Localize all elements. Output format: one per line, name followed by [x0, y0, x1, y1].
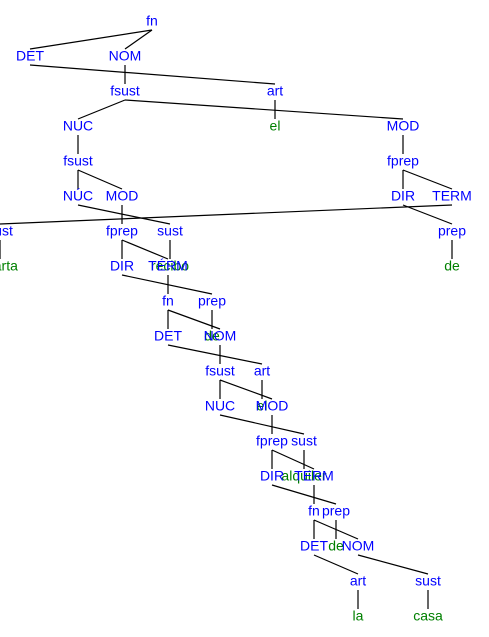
tree-edge: [219, 379, 273, 400]
word-node: casa: [413, 608, 443, 624]
word-node: alquiler: [281, 468, 326, 484]
category-node: fprep: [387, 153, 419, 169]
category-node: TÉRM: [148, 258, 188, 274]
word-node: la: [353, 608, 364, 624]
category-node: fn: [162, 293, 174, 309]
category-node: fsust: [110, 83, 140, 99]
word-node: de: [204, 328, 220, 344]
category-node: fsust: [63, 153, 93, 169]
tree-edge: [167, 309, 221, 330]
tree-edge: [167, 344, 263, 365]
category-node: DET: [300, 538, 328, 554]
tree-edge: [357, 554, 429, 575]
word-node: el: [270, 118, 281, 134]
category-node: DET: [154, 328, 182, 344]
category-node: NÚC: [63, 188, 93, 204]
category-node: sust: [0, 223, 13, 239]
category-node: prep: [438, 223, 466, 239]
tree-nodes: fnDETartelNOMfsustNUCfsustNÚCsustreciboM…: [0, 13, 472, 624]
category-node: TERM: [432, 188, 472, 204]
tree-edge: [121, 274, 213, 295]
category-node: MOD: [106, 188, 139, 204]
tree-edge: [77, 204, 171, 225]
category-node: MOD: [387, 118, 420, 134]
category-node: TERM: [294, 468, 334, 484]
category-node: MOD: [256, 398, 289, 414]
tree-edge: [271, 449, 315, 470]
tree-edge: [29, 29, 153, 50]
category-node: sust: [291, 433, 317, 449]
tree-edge: [402, 169, 453, 190]
category-node: prep: [322, 503, 350, 519]
tree-edge: [402, 204, 453, 225]
category-node: DIR: [110, 258, 134, 274]
category-node: art: [350, 573, 366, 589]
tree-edges: [0, 29, 453, 609]
category-node: NOM: [204, 328, 237, 344]
tree-edge: [313, 519, 359, 540]
tree-edge: [124, 99, 404, 120]
word-node: de: [328, 538, 344, 554]
category-node: fprep: [256, 433, 288, 449]
category-node: fn: [308, 503, 320, 519]
word-node: el: [257, 398, 268, 414]
word-node: Marta: [0, 258, 18, 274]
category-node: fsust: [205, 363, 235, 379]
category-node: sust: [157, 223, 183, 239]
category-node: prep: [198, 293, 226, 309]
tree-edge: [29, 64, 276, 85]
word-node: de: [444, 258, 460, 274]
category-node: art: [267, 83, 283, 99]
tree-edge: [124, 29, 153, 50]
tree-edge: [313, 554, 359, 575]
tree-edge: [121, 239, 169, 260]
category-node: fn: [146, 13, 158, 29]
tree-edge: [0, 204, 453, 225]
category-node: fprep: [106, 223, 138, 239]
tree-edge: [219, 414, 305, 435]
category-node: art: [254, 363, 270, 379]
tree-edge: [271, 484, 337, 505]
category-node: NUC: [63, 118, 93, 134]
category-node: DIR: [391, 188, 415, 204]
tree-edge: [77, 169, 123, 190]
tree-edge: [77, 99, 126, 120]
word-node: recibo: [151, 258, 189, 274]
category-node: NOM: [109, 48, 142, 64]
category-node: sust: [415, 573, 441, 589]
category-node: DET: [16, 48, 44, 64]
category-node: NUC: [205, 398, 235, 414]
category-node: NOM: [342, 538, 375, 554]
category-node: DIR: [260, 468, 284, 484]
